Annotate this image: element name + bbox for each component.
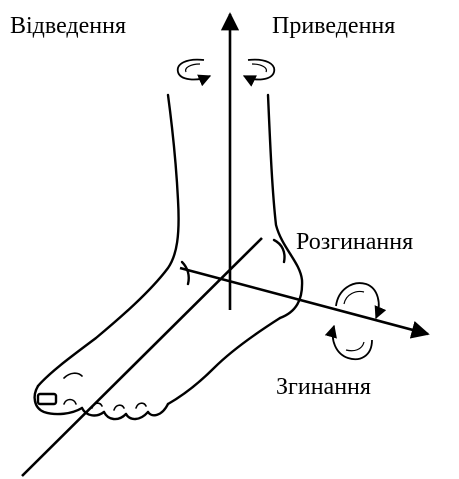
rotation-arrow-right-icon <box>244 60 274 80</box>
label-abduction: Відведення <box>10 14 126 38</box>
label-flexion: Згинання <box>276 375 371 399</box>
transverse-axis <box>180 268 428 334</box>
rotation-arrow-left-icon <box>178 60 210 80</box>
rotation-arrow-upper-icon <box>336 283 379 318</box>
rotation-arrow-lower-icon <box>333 326 372 359</box>
label-adduction: Приведення <box>272 14 395 38</box>
foot-outline <box>35 95 302 419</box>
label-extension: Розгинання <box>296 230 413 254</box>
